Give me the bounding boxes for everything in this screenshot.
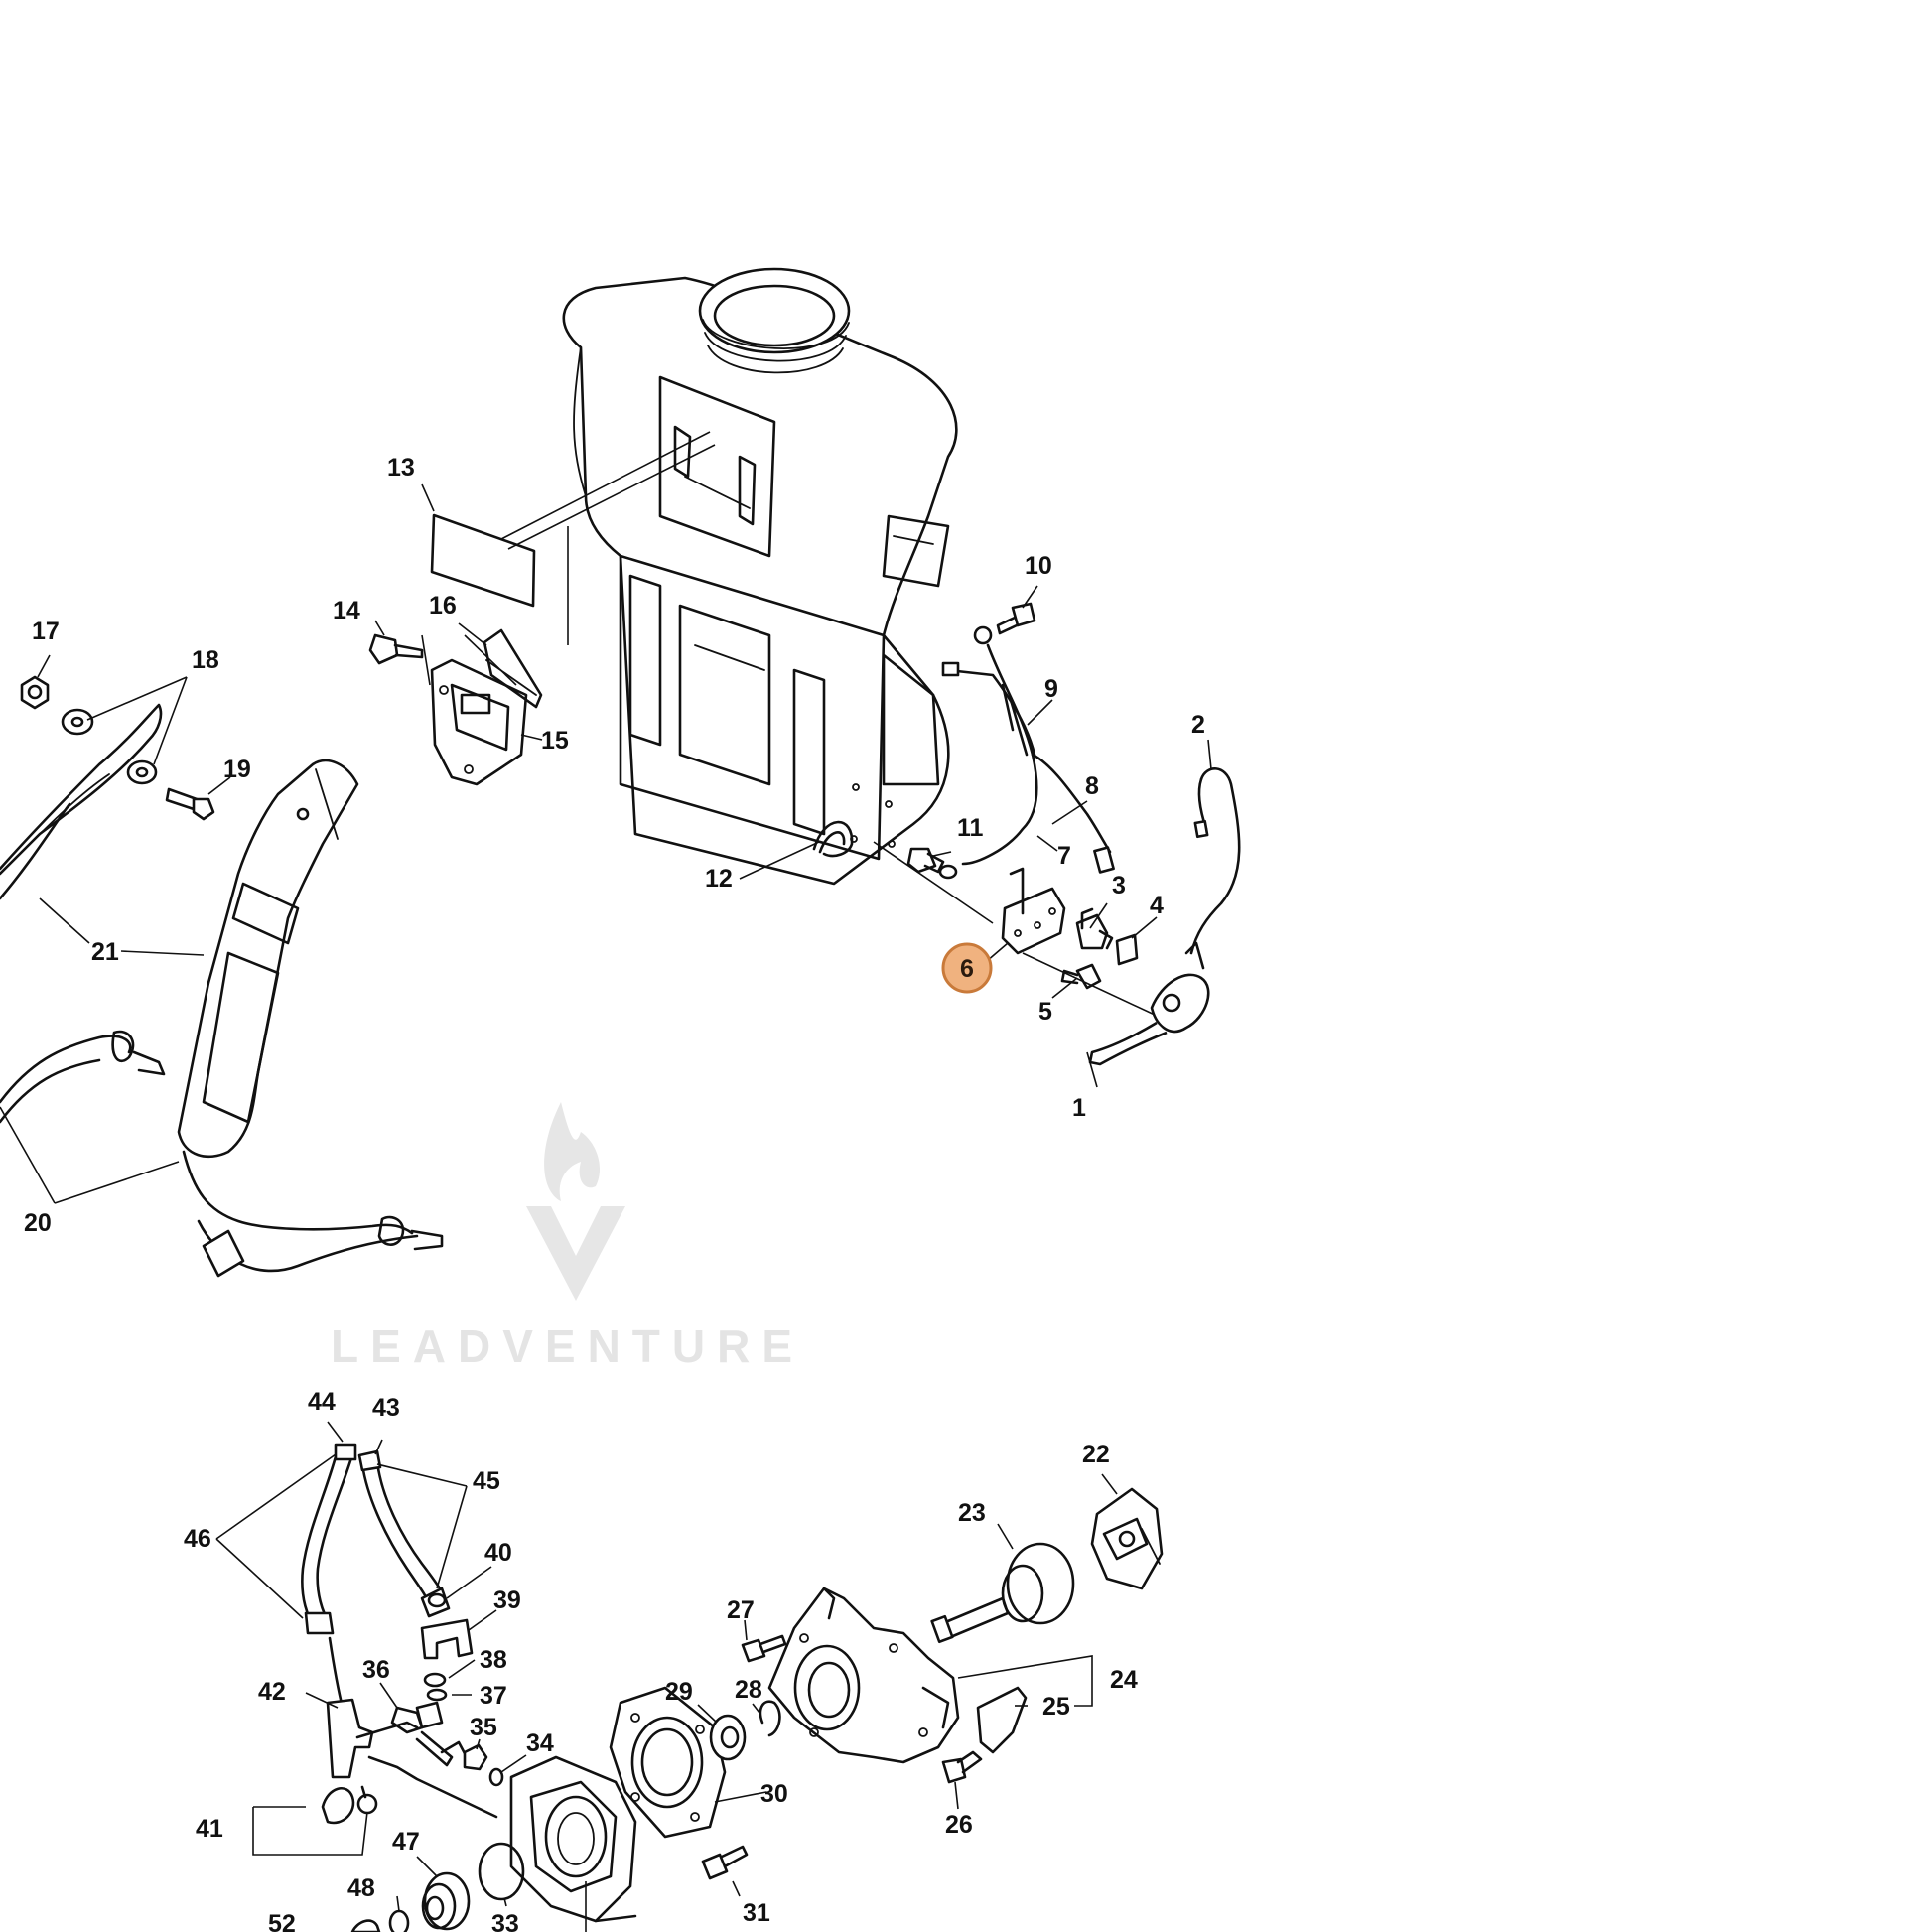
part-52-part: [350, 1919, 381, 1932]
part-31-screw: [701, 1845, 749, 1880]
part-15-bracket: [430, 658, 528, 786]
callout-31[interactable]: 31: [743, 1899, 770, 1927]
tank-assembly: [562, 267, 958, 886]
callout-24[interactable]: 24: [1110, 1666, 1138, 1694]
highlighted-callout-6[interactable]: 6: [941, 942, 993, 994]
callout-34[interactable]: 34: [526, 1729, 554, 1757]
part-28-circlip: [759, 1700, 781, 1737]
callout-48[interactable]: 48: [347, 1874, 375, 1902]
callout-23[interactable]: 23: [958, 1499, 986, 1527]
highlight-circle: [941, 942, 993, 994]
part-17-nut: [20, 675, 50, 710]
watermark-logo: [526, 1102, 625, 1301]
part-34-oring: [488, 1767, 504, 1787]
callout-15[interactable]: 15: [541, 727, 569, 755]
callout-labels: 1 2 3 4 5 7 8 9 10 11 12 13 14 15 16 17 …: [24, 454, 1205, 1932]
callout-16[interactable]: 16: [429, 592, 457, 620]
watermark-text: LEADVENTURE: [331, 1320, 804, 1372]
part-22-clutch: [1090, 1487, 1164, 1590]
callout-18[interactable]: 18: [192, 646, 219, 674]
callout-30[interactable]: 30: [760, 1780, 788, 1808]
callout-42[interactable]: 42: [258, 1678, 286, 1706]
callout-52[interactable]: 52: [268, 1910, 296, 1932]
part-25-shoe: [976, 1686, 1028, 1754]
callout-7[interactable]: 7: [1057, 842, 1071, 870]
callout-10[interactable]: 10: [1025, 552, 1052, 580]
callout-46[interactable]: 46: [184, 1525, 211, 1553]
callout-41[interactable]: 41: [196, 1815, 223, 1843]
part-16-clip: [483, 628, 543, 709]
part-11-fitting: [906, 847, 945, 874]
part-33-ring: [478, 1842, 525, 1901]
callout-39[interactable]: 39: [493, 1587, 521, 1614]
part-47-bushing: [421, 1871, 471, 1931]
part-4-square: [1115, 933, 1139, 966]
part-3-switch: [1075, 907, 1114, 950]
callout-5[interactable]: 5: [1038, 998, 1052, 1026]
part-35-nut: [463, 1743, 488, 1771]
part-23-drum-shaft: [930, 1542, 1075, 1644]
callout-9[interactable]: 9: [1044, 675, 1058, 703]
callout-40[interactable]: 40: [484, 1539, 512, 1567]
callout-13[interactable]: 13: [387, 454, 415, 482]
part-36-fitting: [390, 1701, 469, 1767]
callout-1[interactable]: 1: [1072, 1094, 1086, 1122]
callout-22[interactable]: 22: [1082, 1441, 1110, 1468]
part-26-screw: [941, 1750, 983, 1784]
part-6-plate: [1001, 867, 1066, 955]
part-19-screw: [165, 787, 215, 821]
part-1-2-handle-cable: [1088, 767, 1241, 1066]
leader-lines: [0, 483, 1212, 1932]
callout-11[interactable]: 11: [957, 814, 984, 842]
part-13-sticker: [430, 513, 536, 608]
callout-35[interactable]: 35: [470, 1714, 497, 1741]
part-33-housing: [509, 1755, 637, 1923]
callout-21[interactable]: 21: [91, 938, 119, 966]
callout-43[interactable]: 43: [372, 1394, 400, 1422]
part-27-screw: [741, 1634, 787, 1663]
cable-assembly: [938, 625, 1115, 880]
part-18-washer: [61, 708, 94, 736]
callout-12[interactable]: 12: [705, 865, 733, 893]
callout-47[interactable]: 47: [392, 1828, 420, 1856]
callout-37[interactable]: 37: [480, 1682, 507, 1710]
callout-36[interactable]: 36: [362, 1656, 390, 1684]
callout-28[interactable]: 28: [735, 1676, 762, 1704]
part-41-clip: [321, 1787, 355, 1825]
part-24-gear-housing: [767, 1587, 960, 1764]
part-37-oring: [426, 1688, 448, 1702]
callout-8[interactable]: 8: [1085, 772, 1099, 800]
callout-45[interactable]: 45: [473, 1467, 500, 1495]
callout-25[interactable]: 25: [1042, 1693, 1070, 1721]
callout-26[interactable]: 26: [945, 1811, 973, 1839]
callout-20[interactable]: 20: [24, 1209, 52, 1237]
part-48-oring: [388, 1909, 410, 1932]
part-39-clamp: [420, 1592, 474, 1660]
callout-14[interactable]: 14: [333, 597, 360, 624]
part-10-screw: [996, 602, 1036, 635]
callout-17[interactable]: 17: [32, 618, 60, 645]
callout-33[interactable]: 33: [491, 1910, 519, 1932]
callout-19[interactable]: 19: [223, 756, 251, 783]
part-29-seal: [709, 1714, 747, 1761]
part-14-screw: [368, 633, 424, 665]
harness-assembly: [0, 703, 444, 1278]
callout-38[interactable]: 38: [480, 1646, 507, 1674]
highlight-label: 6: [960, 955, 974, 983]
callout-27[interactable]: 27: [727, 1596, 755, 1624]
callout-4[interactable]: 4: [1150, 892, 1164, 919]
part-38-oring: [423, 1672, 447, 1688]
part-30-gasket: [609, 1686, 727, 1839]
callout-3[interactable]: 3: [1112, 872, 1126, 899]
callout-29[interactable]: 29: [665, 1678, 693, 1706]
callout-2[interactable]: 2: [1191, 711, 1205, 739]
callout-44[interactable]: 44: [308, 1388, 336, 1416]
